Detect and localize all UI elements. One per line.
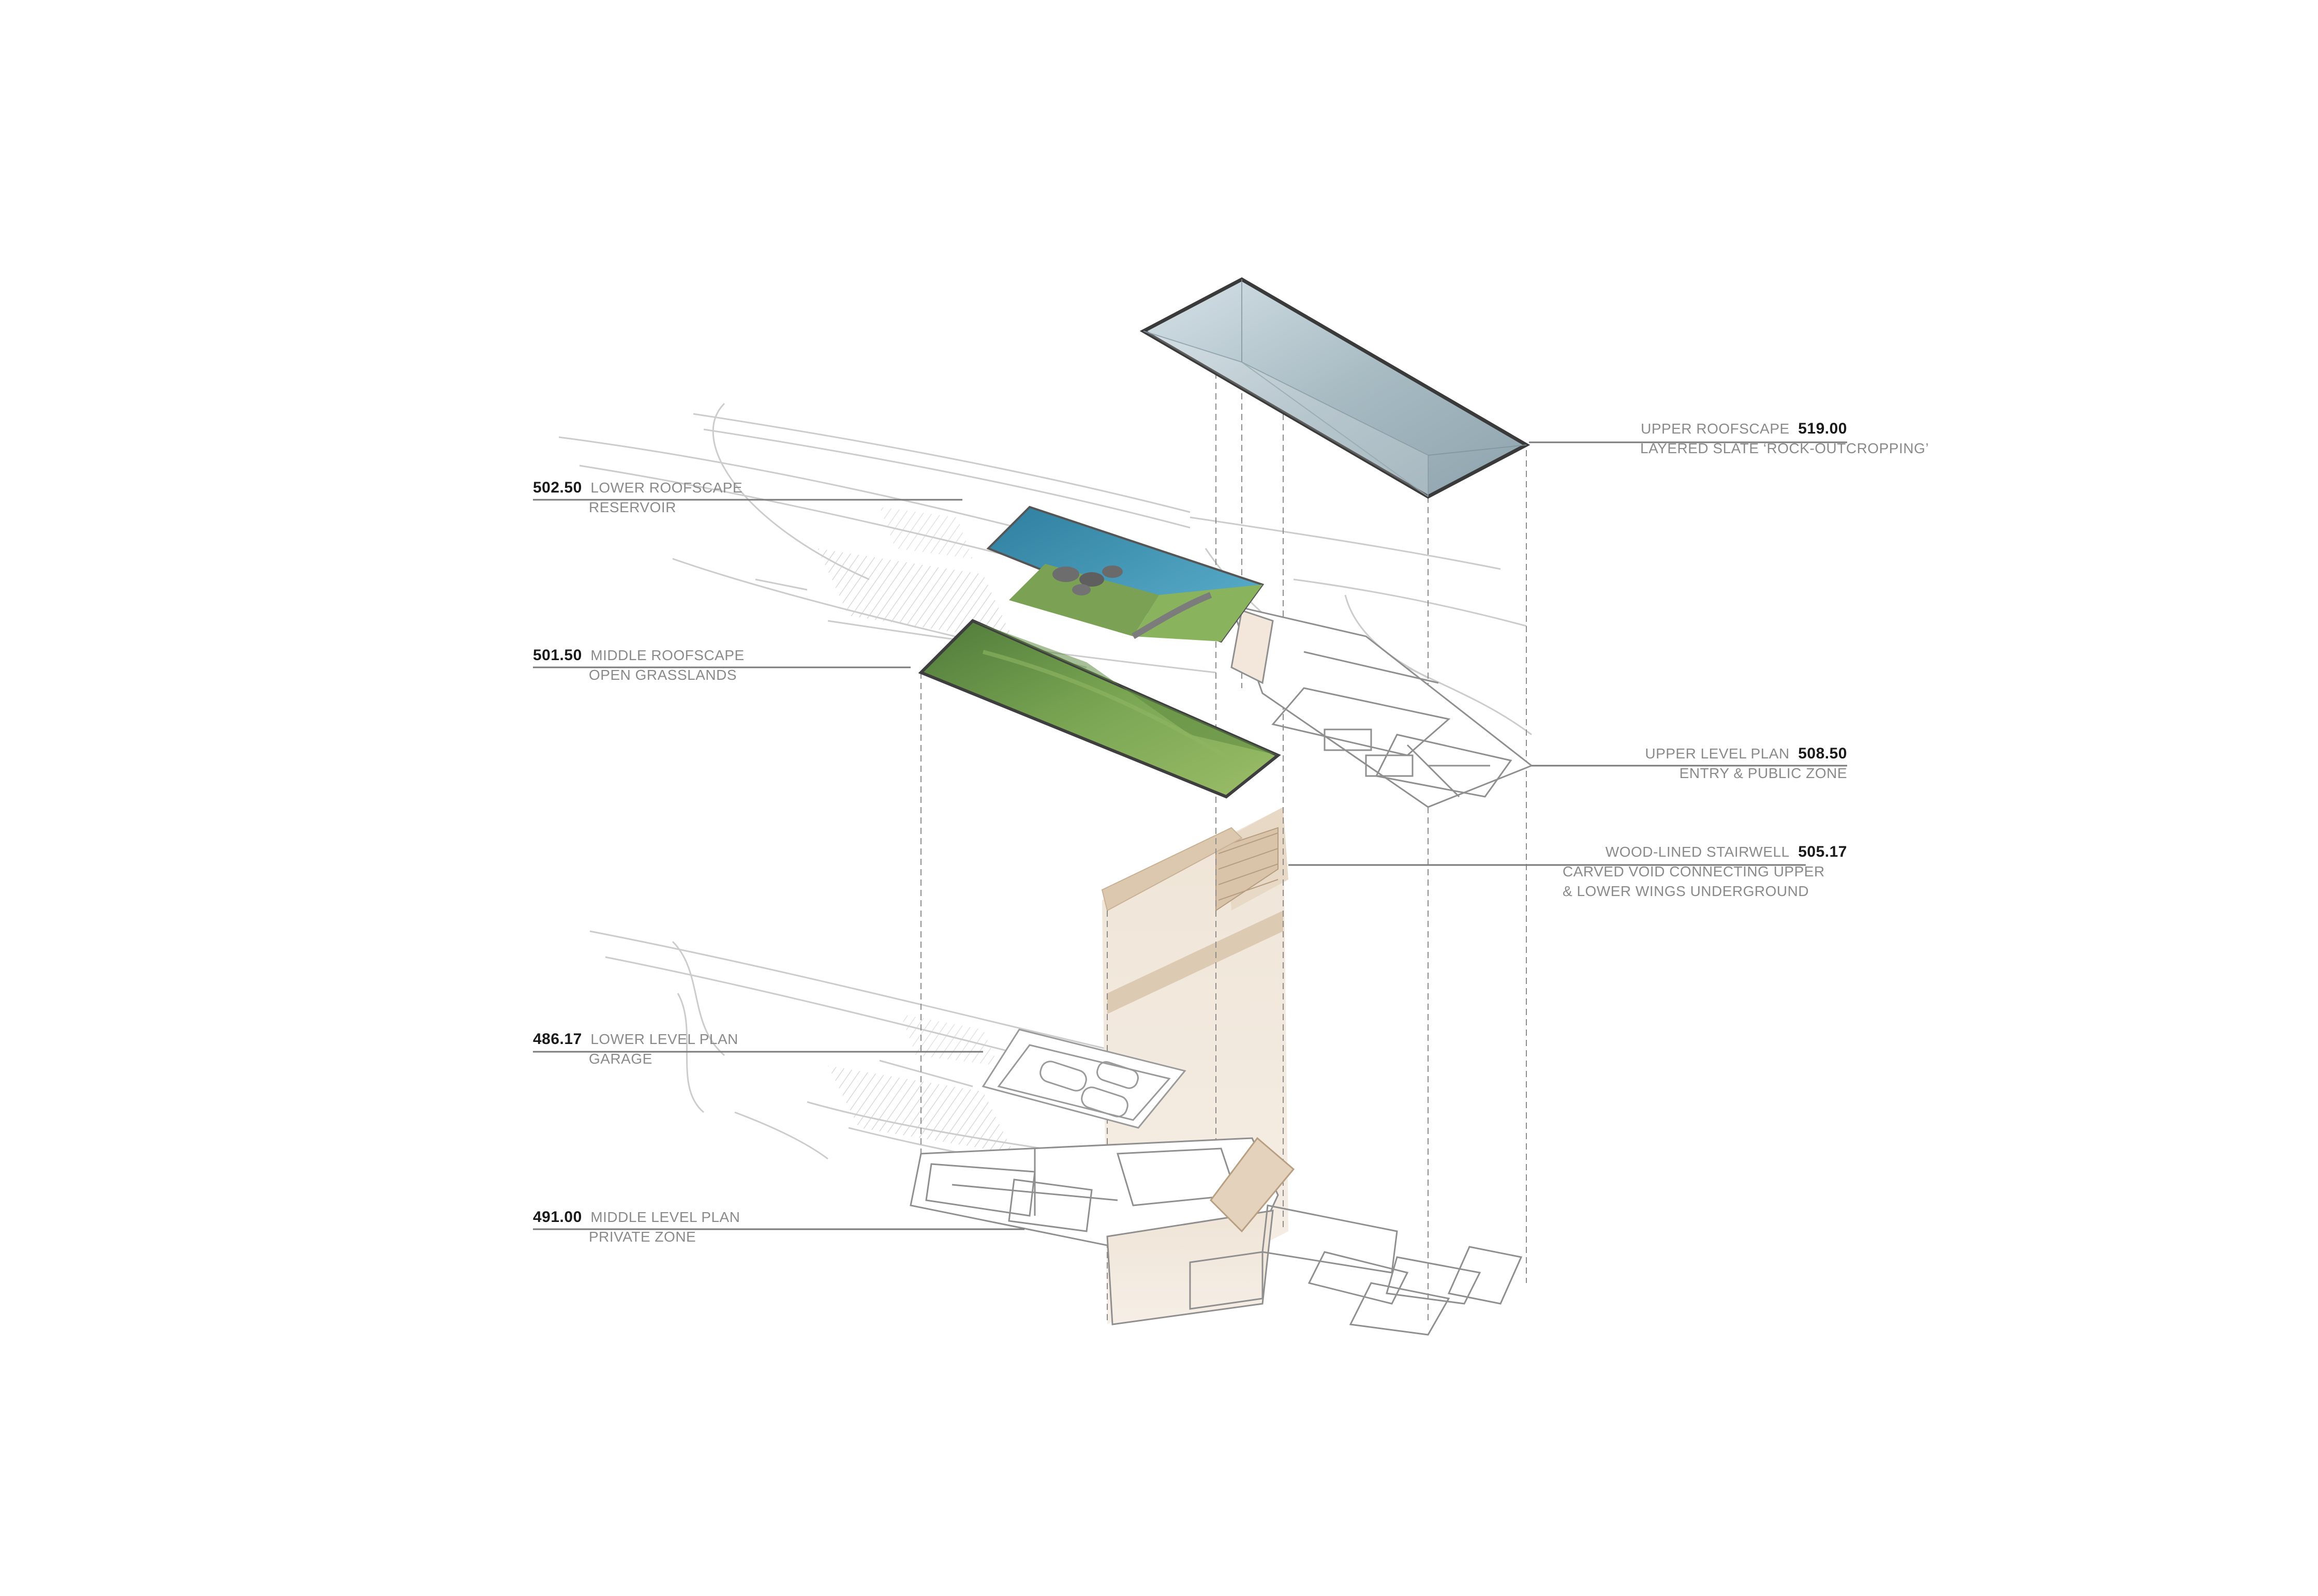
label-wood-lined-stairwell: WOOD-LINED STAIRWELL 505.17 CARVED VOID … [1563,842,1847,901]
level-elevation: 491.00 [533,1209,582,1226]
label-lower-level-plan: 486.17 LOWER LEVEL PLAN GARAGE [533,1030,738,1069]
level-name: UPPER LEVEL PLAN [1645,745,1790,762]
upper-roofscape [1139,277,1531,499]
label-upper-level-plan: UPPER LEVEL PLAN 508.50 ENTRY & PUBLIC Z… [1640,744,1847,783]
middle-level-plan [910,1137,1523,1336]
level-description: PRIVATE ZONE [589,1229,696,1245]
level-name: LOWER ROOFSCAPE [590,480,743,496]
label-middle-roofscape: 501.50 MIDDLE ROOFSCAPE OPEN GRASSLANDS [533,646,745,685]
level-elevation: 502.50 [533,479,582,496]
level-name: MIDDLE ROOFSCAPE [590,647,745,663]
level-description: OPEN GRASSLANDS [589,667,737,683]
site-stair-hatch-upper [818,507,1014,642]
lower-level-plan [982,1028,1186,1129]
leader-lines [533,441,1847,1230]
label-middle-level-plan: 491.00 MIDDLE LEVEL PLAN PRIVATE ZONE [533,1207,740,1247]
level-description: GARAGE [589,1051,652,1067]
level-description: RESERVOIR [589,499,676,515]
level-elevation: 505.17 [1798,843,1847,860]
label-upper-roofscape: UPPER ROOFSCAPE 519.00 LAYERED SLATE ‘RO… [1640,419,1929,458]
level-elevation: 501.50 [533,647,582,664]
level-description: CARVED VOID CONNECTING UPPER [1563,863,1825,879]
level-elevation: 486.17 [533,1031,582,1048]
level-description: ENTRY & PUBLIC ZONE [1679,765,1847,781]
level-name: WOOD-LINED STAIRWELL [1605,844,1790,860]
upper-level-plan [1230,604,1533,808]
middle-roofscape [918,619,1281,799]
level-elevation: 519.00 [1798,420,1847,437]
level-description: LAYERED SLATE ‘ROCK-OUTCROPPING’ [1640,440,1929,456]
level-name: LOWER LEVEL PLAN [590,1031,738,1047]
level-description: & LOWER WINGS UNDERGROUND [1563,883,1809,899]
level-elevation: 508.50 [1798,745,1847,762]
level-name: MIDDLE LEVEL PLAN [590,1209,740,1225]
label-lower-roofscape: 502.50 LOWER ROOFSCAPE RESERVOIR [533,478,742,517]
projection-lines [920,372,1527,1324]
level-name: UPPER ROOFSCAPE [1641,421,1790,437]
lower-roofscape [986,505,1265,643]
